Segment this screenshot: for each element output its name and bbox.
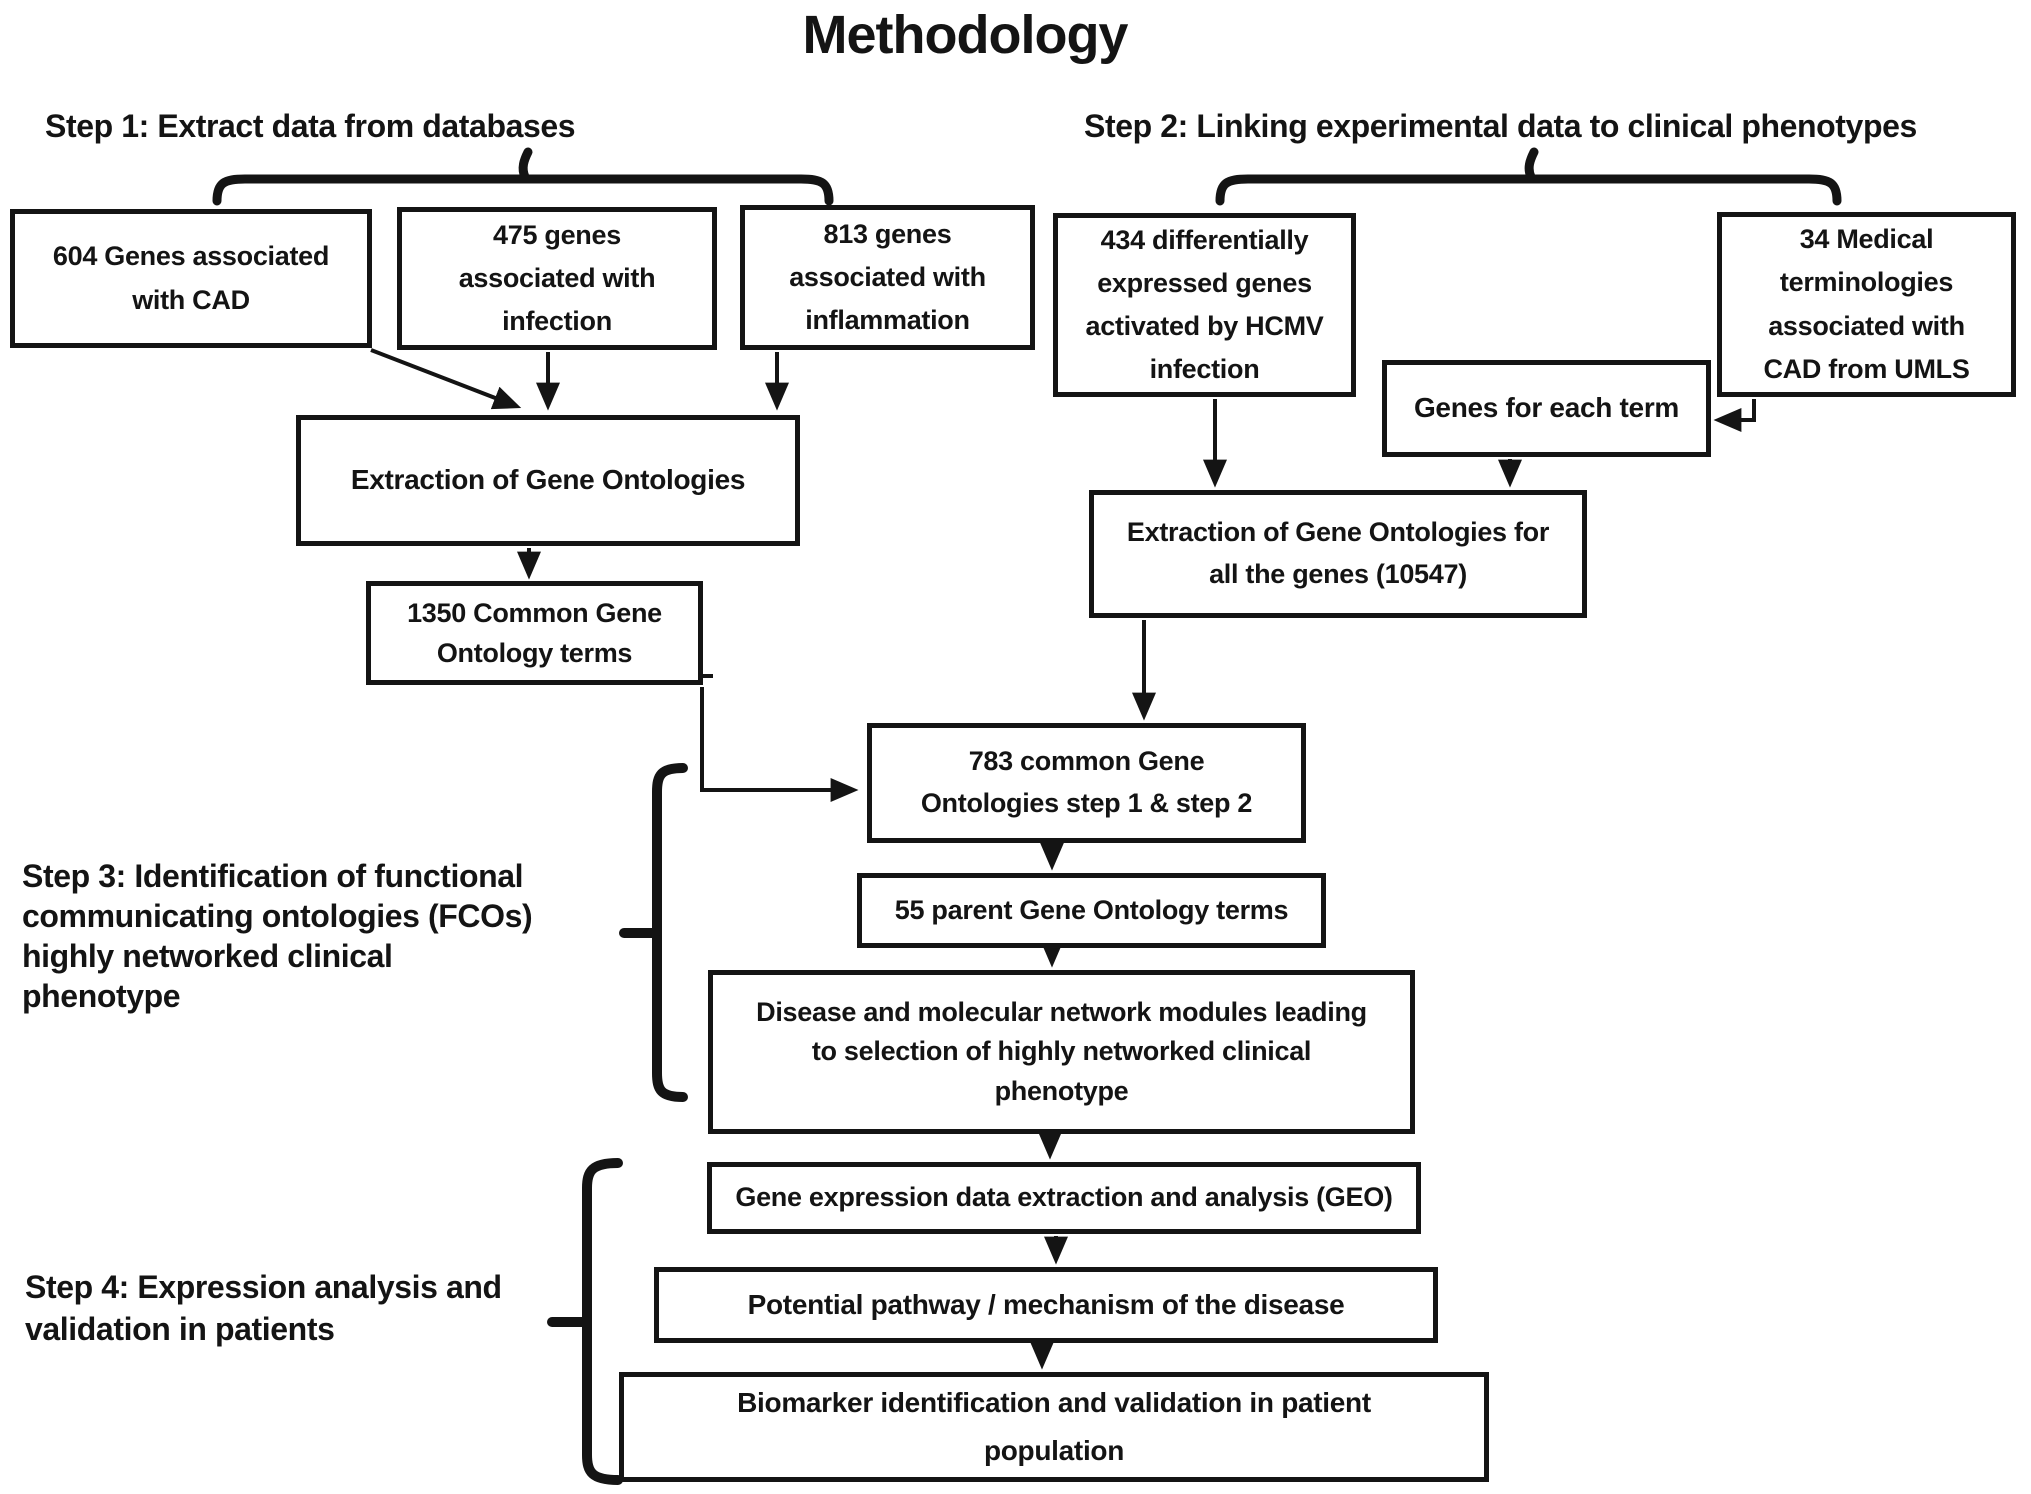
- step2-group-brace: [1215, 147, 1842, 206]
- box-813-genes-inflammation: 813 genes associated with inflammation: [740, 205, 1035, 350]
- step3-brace: [619, 763, 688, 1102]
- box-disease-network-modules: Disease and molecular network modules le…: [708, 970, 1415, 1134]
- step1-group-brace: [212, 147, 834, 206]
- figure-title: Methodology: [802, 5, 1129, 65]
- box-604-genes-cad: 604 Genes associated with CAD: [10, 209, 372, 348]
- box-potential-pathway: Potential pathway / mechanism of the dis…: [654, 1267, 1438, 1343]
- step4-label: Step 4: Expression analysis and validati…: [25, 1269, 502, 1347]
- arrow-cad-to-extraction: [370, 348, 522, 410]
- box-475-genes-infection: 475 genes associated with infection: [397, 207, 717, 350]
- box-783-common-ontologies: 783 common Gene Ontologies step 1 & step…: [867, 723, 1306, 843]
- box-34-umls-terminologies: 34 Medical terminologies associated with…: [1717, 212, 2016, 397]
- step3-label: Step 3: Identification of functional com…: [22, 858, 533, 1014]
- arrow-1350-to-783: [700, 687, 859, 802]
- box-55-parent-go-terms: 55 parent Gene Ontology terms: [857, 873, 1326, 948]
- box-biomarker-validation: Biomarker identification and validation …: [619, 1372, 1489, 1482]
- box-genes-for-each-term: Genes for each term: [1382, 360, 1711, 457]
- box-extraction-go-all-genes: Extraction of Gene Ontologies for all th…: [1089, 490, 1587, 618]
- arrow-umls-to-term: [1713, 399, 1756, 432]
- step2-label: Step 2: Linking experimental data to cli…: [1084, 108, 1917, 144]
- box-434-hcmv-genes: 434 differentially expressed genes activ…: [1053, 213, 1356, 397]
- step4-brace: [547, 1158, 623, 1485]
- step1-label: Step 1: Extract data from databases: [45, 108, 576, 144]
- box-1350-common-go-terms: 1350 Common Gene Ontology terms: [366, 581, 703, 685]
- box-extraction-gene-ontologies: Extraction of Gene Ontologies: [296, 415, 800, 546]
- box-geo-expression-analysis: Gene expression data extraction and anal…: [707, 1162, 1421, 1234]
